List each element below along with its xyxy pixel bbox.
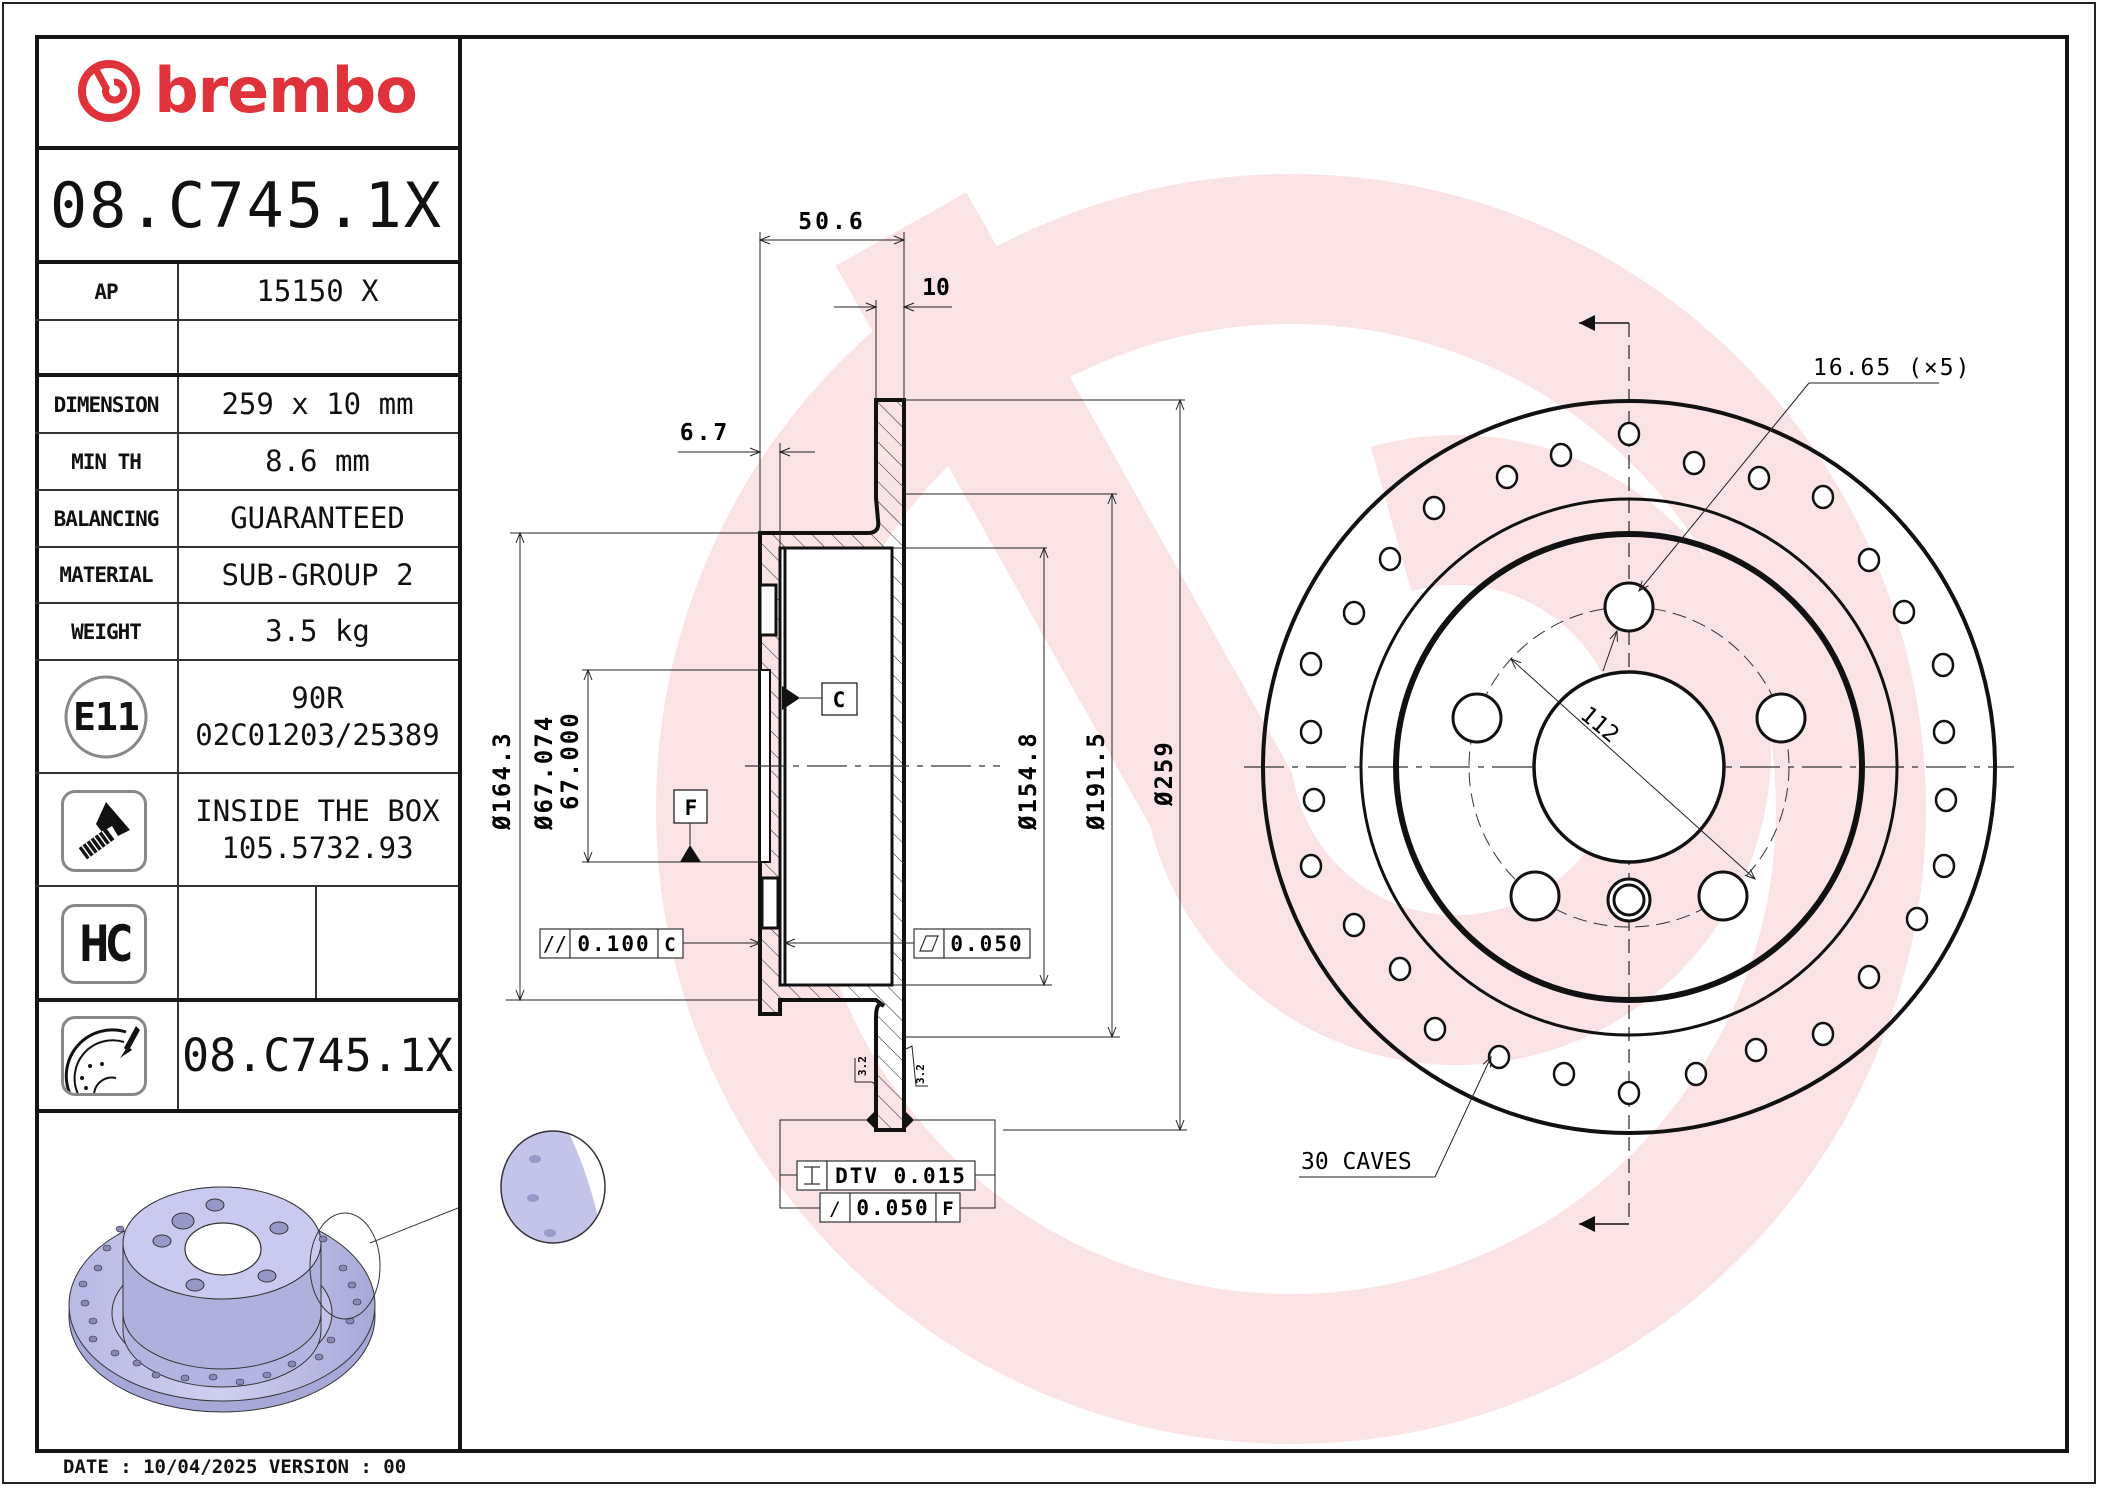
spec-value: SUB-GROUP 2 [221,557,414,592]
homologation-row: E11 90R 02C01203/25389 [35,661,458,774]
xtra-value: 08.C745.1X [177,1002,458,1109]
spec-label: WEIGHT [35,604,179,659]
spec-label: DIMENSION [35,377,179,432]
svg-text:Ø191.5: Ø191.5 [1082,731,1110,831]
brand-name: brembo [154,54,418,127]
front-view: 112 16.65 (×5) 30 CAVES [1244,315,2014,1232]
part-number-row: 08.C745.1X [35,150,458,264]
ap-row: AP 15150 X [35,264,458,321]
drilled-disc-icon [61,1016,147,1096]
spec-row-min-th: MIN TH 8.6 mm [35,434,458,491]
spec-value: GUARANTEED [230,501,405,535]
spec-row-weight: WEIGHT 3.5 kg [35,604,458,661]
svg-text:50.6: 50.6 [798,209,865,235]
svg-text:Ø154.8: Ø154.8 [1014,731,1042,831]
spec-value: 3.5 kg [265,614,370,648]
svg-text:0.050: 0.050 [950,932,1023,956]
hc-row: HC [35,887,458,1002]
xtra-part-number: 08.C745.1X [182,1029,453,1082]
homologation-regulation: 90R [291,680,344,715]
ap-label: AP [35,264,179,319]
svg-text:0.050: 0.050 [856,1196,929,1220]
svg-text:DTV 0.015: DTV 0.015 [835,1164,967,1188]
svg-text:0.100: 0.100 [577,932,650,956]
svg-text://: // [543,932,567,956]
detail-magnifier [455,1125,615,1255]
screw-value: INSIDE THE BOX 105.5732.93 [177,774,458,885]
svg-text:F: F [942,1198,953,1220]
blank-label [35,321,179,373]
xtra-row: 08.C745.1X [35,1002,458,1113]
e11-approval-icon: E11 [64,675,148,758]
spec-row-balancing: BALANCING GUARANTEED [35,491,458,548]
svg-text:16.65 (×5): 16.65 (×5) [1813,355,1971,381]
cross-section-view: 50.6 10 6.7 Ø164.3 Ø67.074 67.000 C F [488,209,1187,1223]
date-version: DATE : 10/04/2025 VERSION : 00 [63,1456,407,1478]
part-number: 08.C745.1X [49,168,444,242]
screw-row: INSIDE THE BOX 105.5732.93 [35,774,458,887]
svg-text:Ø164.3: Ø164.3 [488,731,516,831]
disc-3d-render [35,1113,459,1449]
hc-icon: HC [61,904,147,984]
ap-value: 15150 X [256,274,379,308]
screw-icon-cell [35,774,179,885]
svg-text:3.2: 3.2 [914,1064,927,1084]
screw-note: INSIDE THE BOX [195,793,440,828]
spec-value: 259 x 10 mm [221,387,414,421]
spec-label: BALANCING [35,491,179,546]
svg-text:Ø67.074: Ø67.074 [530,715,558,831]
spec-label: MATERIAL [35,548,179,602]
homologation-icon-cell: E11 [35,661,179,772]
drilled-holes [1299,421,1958,1106]
spec-row-material: MATERIAL SUB-GROUP 2 [35,548,458,604]
svg-text:30 CAVES: 30 CAVES [1301,1149,1412,1175]
hc-icon-cell: HC [35,887,179,998]
screw-icon [61,790,147,872]
svg-text:3.2: 3.2 [856,1056,869,1076]
brand-logo: brembo [35,35,458,150]
svg-text:/: / [829,1198,840,1220]
svg-text:6.7: 6.7 [680,420,731,446]
svg-text:E11: E11 [73,695,139,739]
spec-row-dimension: DIMENSION 259 x 10 mm [35,377,458,434]
svg-text:67.000: 67.000 [556,711,584,810]
svg-text:C: C [833,688,846,712]
brembo-logo-icon [78,59,141,122]
homologation-number: 02C01203/25389 [195,717,440,752]
homologation-value: 90R 02C01203/25389 [177,661,458,772]
title-block: brembo 08.C745.1X AP 15150 X DIMENSION 2… [35,35,462,1453]
blank-row [35,321,458,377]
svg-text:10: 10 [922,275,950,301]
spec-label: MIN TH [35,434,179,489]
hc-value-left [177,887,317,998]
svg-text:C: C [664,934,675,956]
screw-part-number: 105.5732.93 [221,830,414,865]
svg-text:F: F [685,796,698,820]
drawing-frame [35,35,2069,1453]
svg-text:Ø259: Ø259 [1150,740,1178,807]
xtra-icon-cell [35,1002,179,1109]
spec-value: 8.6 mm [265,444,370,478]
